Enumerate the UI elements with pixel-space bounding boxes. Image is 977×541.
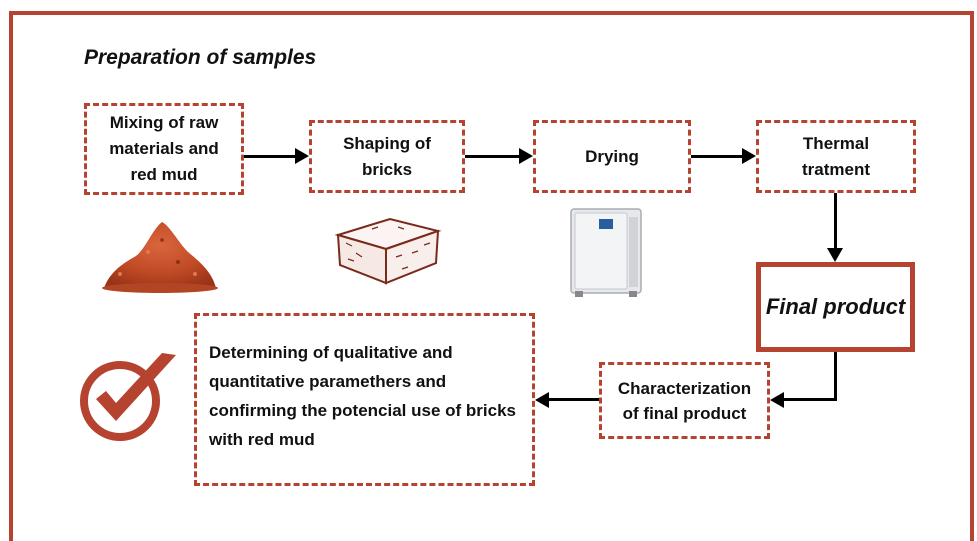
arrow-thermal-final [834,193,837,249]
red-mud-powder-icon [102,222,218,293]
step-final-product: Final product [756,262,915,352]
arrow-final-characterization [834,352,837,400]
arrow-characterization-determining [548,398,599,401]
arrow-head [742,148,756,164]
drying-oven-icon [570,208,642,297]
arrow-head [827,248,843,262]
arrow-head [770,392,784,408]
arrow-mixing-shaping [244,155,296,158]
arrow-drying-thermal [691,155,743,158]
diagram-title: Preparation of samples [84,46,317,69]
arrow-head [535,392,549,408]
arrow-shaping-drying [465,155,520,158]
step-characterization: Characterization of final product [599,362,770,439]
checkmark-icon [80,353,176,441]
arrow-head [295,148,309,164]
step-determining: Determining of qualitative and quantitat… [194,313,535,486]
step-thermal: Thermal tratment [756,120,916,193]
diagram-frame [9,11,974,541]
brick-sketch-icon [334,217,442,285]
arrow-final-characterization-h [783,398,837,401]
step-mixing: Mixing of raw materials and red mud [84,103,244,195]
step-shaping: Shaping of bricks [309,120,465,193]
step-drying: Drying [533,120,691,193]
arrow-head [519,148,533,164]
